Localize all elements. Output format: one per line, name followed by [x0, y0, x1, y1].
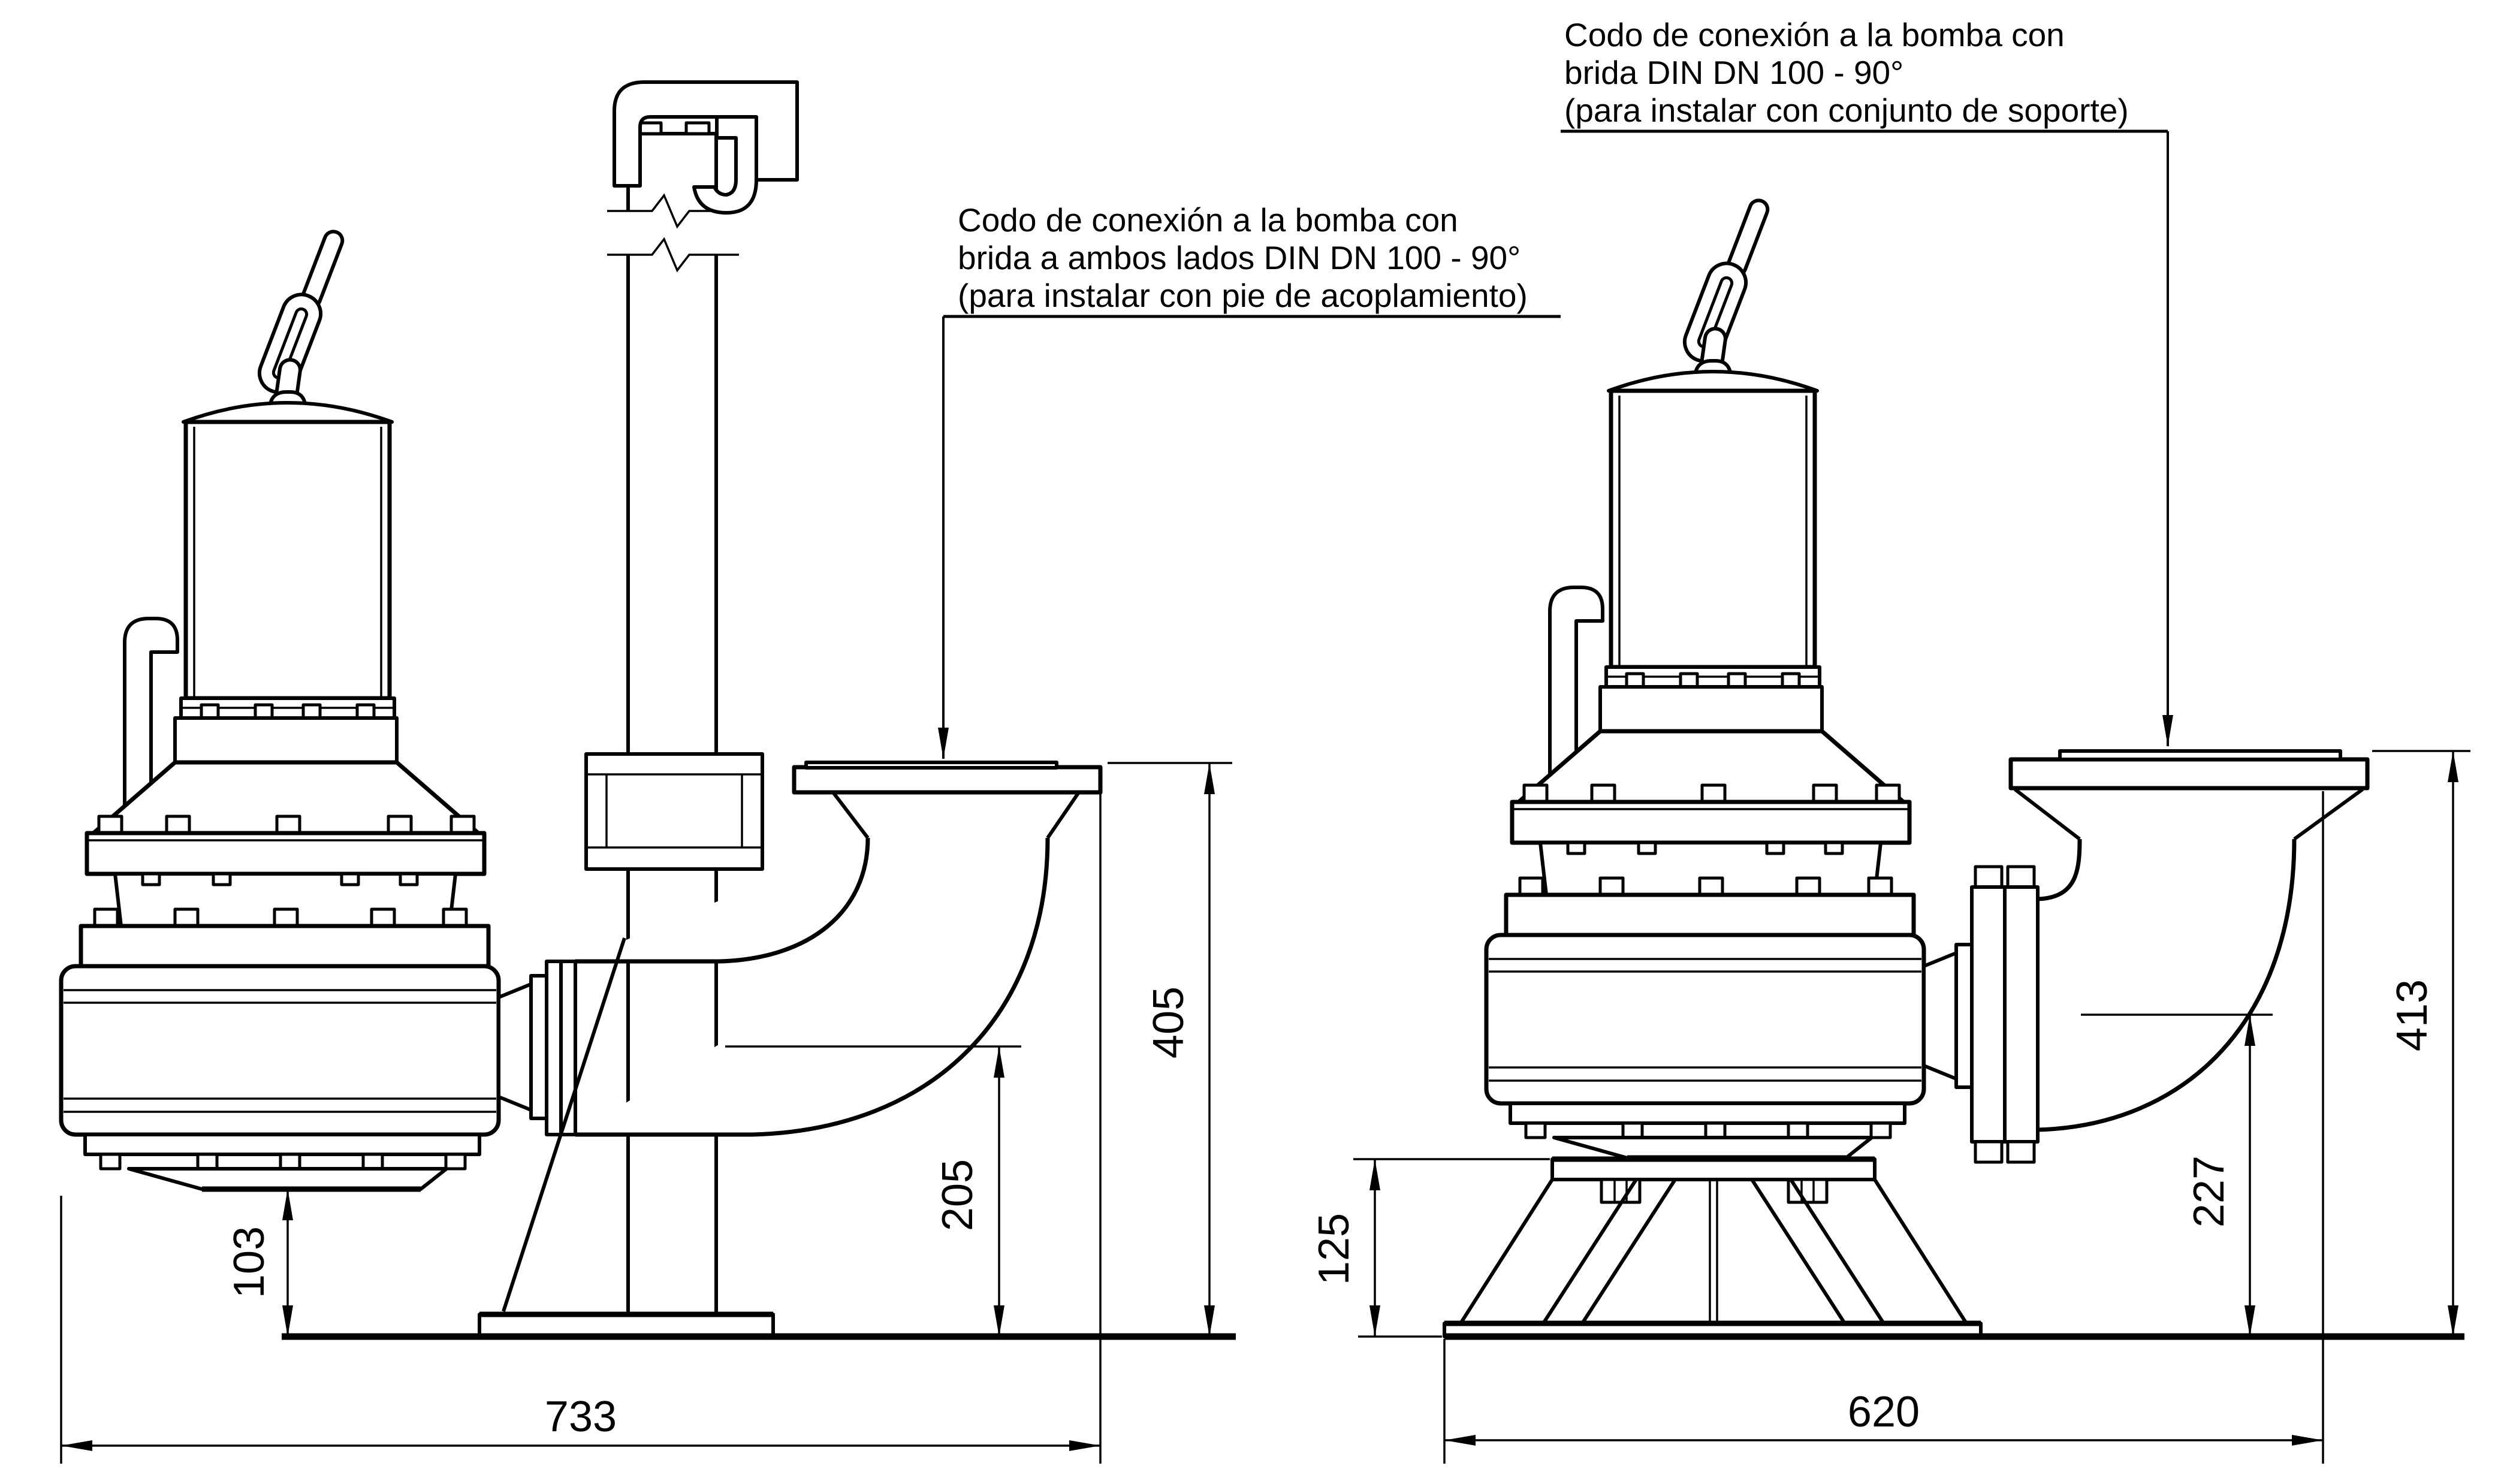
annotation-support-set: Codo de conexión a la bomba con brida DI… — [1561, 16, 2173, 746]
elbow-top-flange — [792, 765, 1103, 795]
dimension-label: 125 — [1310, 1213, 1358, 1285]
submersible-pump-left — [61, 229, 547, 1189]
dimension-label: 733 — [545, 1393, 617, 1441]
coupling-foot — [478, 937, 775, 1338]
right-installation-view: 125 227 413 620 — [1310, 198, 2470, 1464]
annotation-line: (para instalar con pie de acoplamiento) — [958, 277, 1528, 314]
dimension-label: 103 — [225, 1226, 273, 1298]
foot-baseplate — [478, 1313, 775, 1338]
flange-gasket — [804, 761, 1058, 770]
pipe-break-symbol — [607, 193, 739, 229]
dimension-outlet-height: 227 — [2081, 1014, 2273, 1337]
guide-pipe-holder — [613, 80, 799, 215]
dimension-overall-width: 620 — [1443, 791, 2324, 1464]
dimension-overall-width: 733 — [60, 792, 1102, 1464]
dimension-label: 620 — [1848, 1388, 1920, 1436]
flange-gasket — [2058, 749, 2342, 761]
dimension-label: 413 — [2388, 979, 2436, 1051]
dimension-label: 205 — [934, 1159, 982, 1231]
connection-elbow — [575, 761, 1103, 1137]
stand-legs — [1459, 1178, 1968, 1325]
annotation-line: brida DIN DN 100 - 90° — [1564, 54, 1903, 91]
bolted-flange-pair — [1970, 865, 2040, 1164]
left-installation-view: 103 205 405 733 — [60, 80, 1236, 1464]
annotation-line: Codo de conexión a la bomba con — [1564, 16, 2065, 53]
annotation-line: brida a ambos lados DIN DN 100 - 90° — [958, 239, 1521, 276]
connection-elbow — [2008, 749, 2370, 1132]
pipe-break-symbol — [607, 237, 739, 273]
discharge-connection-plates — [545, 960, 577, 1136]
annotation-coupling-foot: Codo de conexión a la bomba con brida a … — [938, 201, 1561, 759]
elbow-top-flange — [2008, 757, 2370, 791]
dimension-stand-height: 125 — [1310, 1158, 1550, 1338]
submersible-pump-right — [1486, 198, 1972, 1158]
dimension-label: 227 — [2185, 1156, 2233, 1227]
annotation-line: Codo de conexión a la bomba con — [958, 201, 1458, 239]
dimension-bottom-clearance: 103 — [225, 1189, 293, 1337]
support-stand — [1443, 1156, 1983, 1338]
dimension-flange-height: 413 — [2372, 750, 2470, 1337]
dimension-label: 405 — [1145, 987, 1193, 1058]
dimension-flange-height: 405 — [1108, 762, 1232, 1337]
pipe-clamp-bracket — [584, 752, 764, 871]
annotation-line: (para instalar con conjunto de soporte) — [1564, 92, 2129, 129]
dimension-outlet-height: 205 — [725, 1045, 1021, 1337]
